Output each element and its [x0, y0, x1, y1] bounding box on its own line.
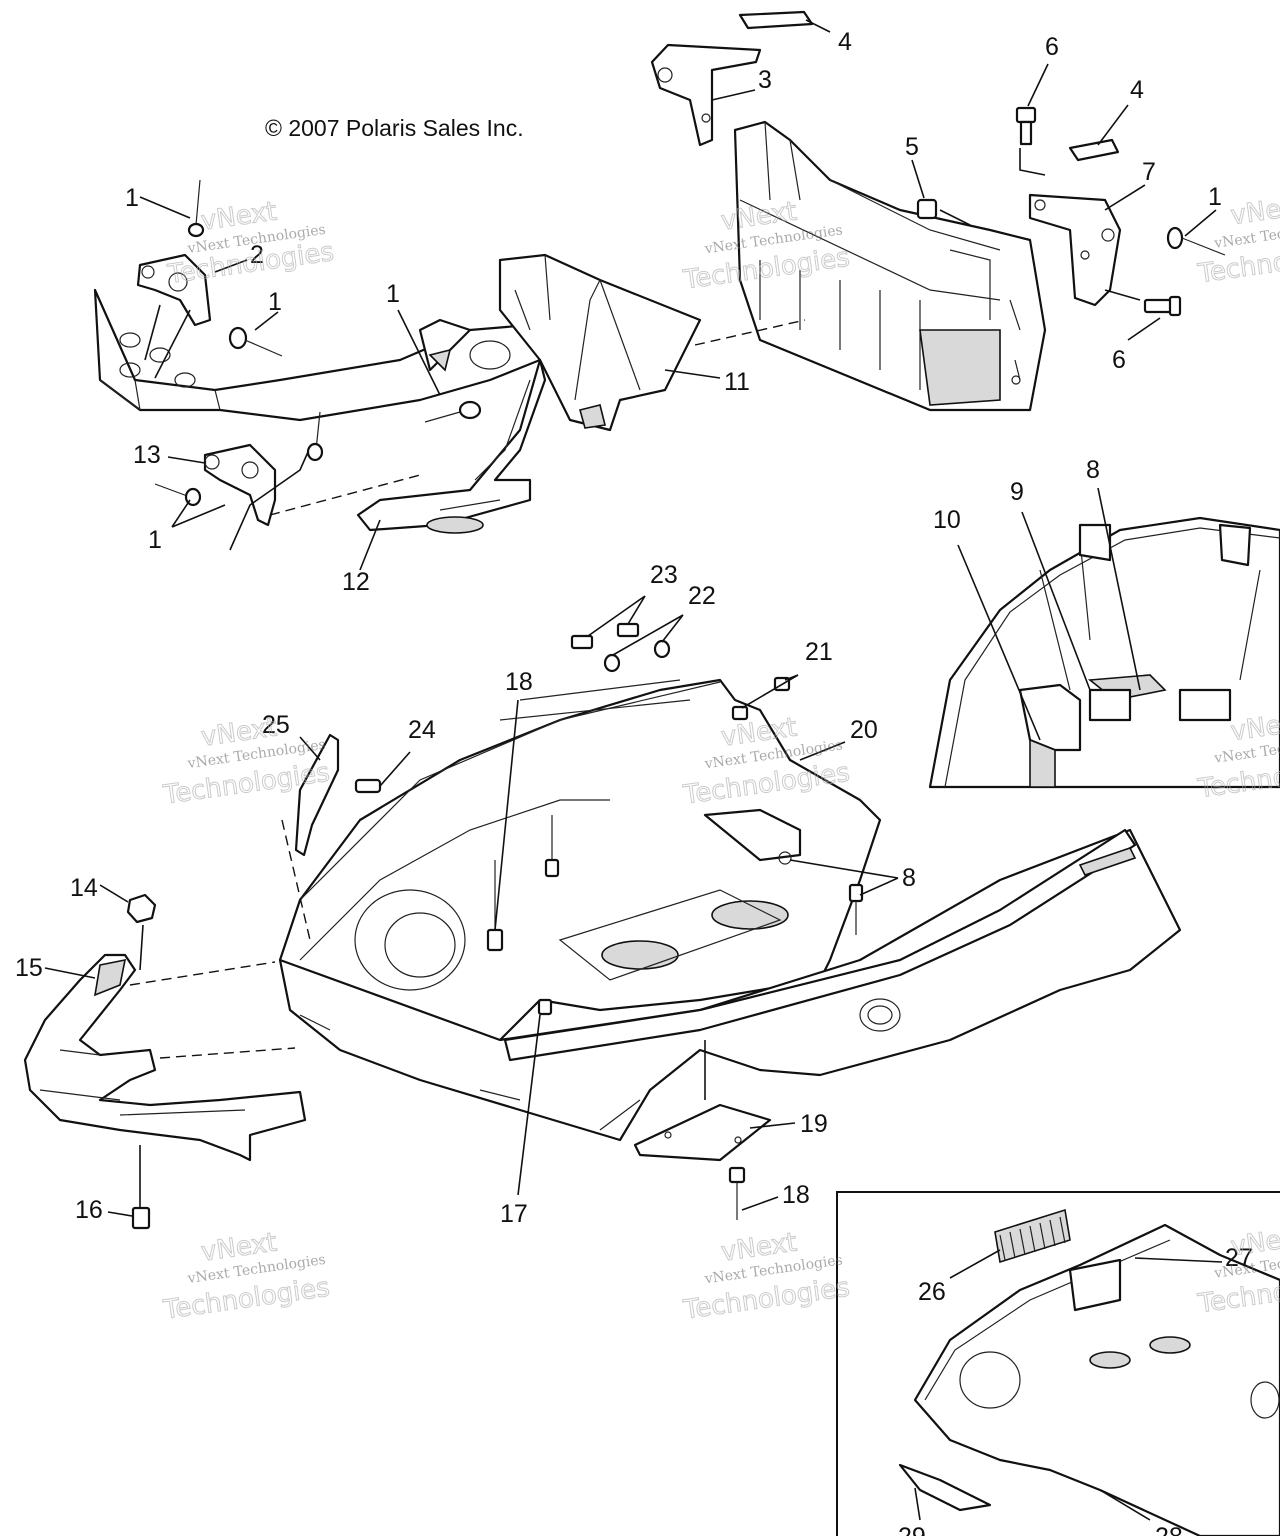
callout-3: 3 — [758, 66, 772, 94]
callout-6-b: 6 — [1112, 346, 1126, 374]
callout-6-a: 6 — [1045, 33, 1059, 61]
callout-5: 5 — [905, 133, 919, 161]
callout-9: 9 — [1010, 478, 1024, 506]
callout-19: 19 — [800, 1110, 828, 1138]
callout-17: 17 — [500, 1200, 528, 1228]
rivet-part-1-mid-left — [228, 326, 283, 357]
callout-1-b: 1 — [268, 288, 282, 316]
callout-8-b: 8 — [902, 864, 916, 892]
callout-24: 24 — [408, 716, 436, 744]
callout-4-a: 4 — [838, 28, 852, 56]
callout-27: 27 — [1225, 1244, 1253, 1272]
dashline-bumper-hood-top — [129, 961, 276, 986]
callout-21: 21 — [805, 638, 833, 666]
bracket-part-2 — [136, 253, 212, 327]
svg-text:Technologies: Technologies — [161, 1273, 332, 1326]
bulkhead-part-11 — [733, 120, 1047, 412]
callout-22: 22 — [688, 582, 716, 610]
watermark-mid-center: vNext vNext Technologies Technologies — [680, 712, 852, 811]
decal-part-4-right — [1068, 138, 1120, 162]
callout-29: 29 — [898, 1523, 926, 1536]
callout-26: 26 — [918, 1278, 946, 1306]
bolt-part-6-bottom — [1104, 289, 1182, 317]
screw-part-18-bottom — [728, 1166, 746, 1220]
washer-part-22 — [603, 639, 671, 673]
callout-25: 25 — [262, 711, 290, 739]
bracket-part-7 — [1028, 193, 1122, 307]
callout-20: 20 — [850, 716, 878, 744]
bumper-part-15 — [23, 953, 307, 1162]
callout-labels: 1 2 1 1 3 4 5 6 4 7 1 6 11 13 1 12 8 9 1… — [15, 28, 1253, 1536]
copyright-text: © 2007 Polaris Sales Inc. — [265, 115, 524, 141]
bolt-part-16 — [131, 1145, 151, 1230]
callout-16: 16 — [75, 1196, 103, 1224]
bolt-part-23 — [570, 622, 640, 650]
watermark-bottom-center: vNext vNext Technologies Technologies — [680, 1227, 852, 1326]
callout-4-b: 4 — [1130, 76, 1144, 104]
support-part-11 — [498, 253, 702, 432]
dashline-frame-bulkhead — [694, 319, 806, 346]
callout-1-d: 1 — [1208, 183, 1222, 211]
bracket-part-3 — [650, 43, 762, 147]
callout-1-e: 1 — [148, 526, 162, 554]
callout-15: 15 — [15, 954, 43, 982]
svg-text:vNext: vNext — [1229, 191, 1280, 231]
plate-part-25 — [294, 733, 340, 857]
steering-post-part-12 — [356, 358, 547, 534]
rivet-part-1-center — [424, 400, 482, 423]
fastener-part-8 — [544, 815, 864, 935]
dashline-bracket-post — [269, 474, 421, 516]
watermark-top-left: vNext vNext Technologies Technologies — [165, 196, 337, 291]
leader-14 — [139, 924, 144, 971]
screw-part-24 — [354, 751, 411, 794]
callout-10: 10 — [933, 506, 961, 534]
bolt-part-6-top — [1015, 106, 1046, 176]
hood-trim-strip — [503, 828, 1137, 1062]
callout-18-b: 18 — [782, 1181, 810, 1209]
rivet-part-1-top-left — [187, 179, 205, 238]
callout-7: 7 — [1142, 158, 1156, 186]
callout-18-a: 18 — [505, 668, 533, 696]
callout-1-c: 1 — [386, 280, 400, 308]
plate-part-19 — [633, 1103, 772, 1162]
leader-lines — [44, 19, 1223, 1521]
callout-8-a: 8 — [1086, 456, 1100, 484]
hood-skirt — [278, 828, 1182, 1142]
callout-13: 13 — [133, 441, 161, 469]
hood-rear-view — [928, 516, 1280, 789]
frame-left-assembly — [93, 288, 542, 422]
nut-part-5 — [916, 198, 971, 226]
callout-14: 14 — [70, 874, 98, 902]
nut-part-14 — [126, 893, 157, 924]
inset-box — [836, 1191, 1280, 1536]
callout-2: 2 — [250, 241, 264, 269]
dashline-bumper-hood-bottom — [159, 1047, 296, 1059]
dashline-plate-hood — [281, 819, 311, 941]
callout-23: 23 — [650, 561, 678, 589]
hood-main — [278, 678, 882, 1052]
rivet-part-1-right — [1166, 226, 1226, 256]
callout-28: 28 — [1155, 1523, 1183, 1536]
screw-part-17 — [537, 998, 553, 1016]
decal-part-4-top — [738, 10, 814, 30]
callout-11: 11 — [724, 368, 750, 396]
bracket-part-13 — [203, 443, 277, 527]
callout-1-a: 1 — [125, 184, 139, 212]
watermark-top-right: vNext vNext Technologies Technologies — [1195, 190, 1280, 289]
watermark-bottom-left: vNext vNext Technologies Technologies — [160, 1227, 332, 1326]
callout-12: 12 — [342, 568, 370, 596]
